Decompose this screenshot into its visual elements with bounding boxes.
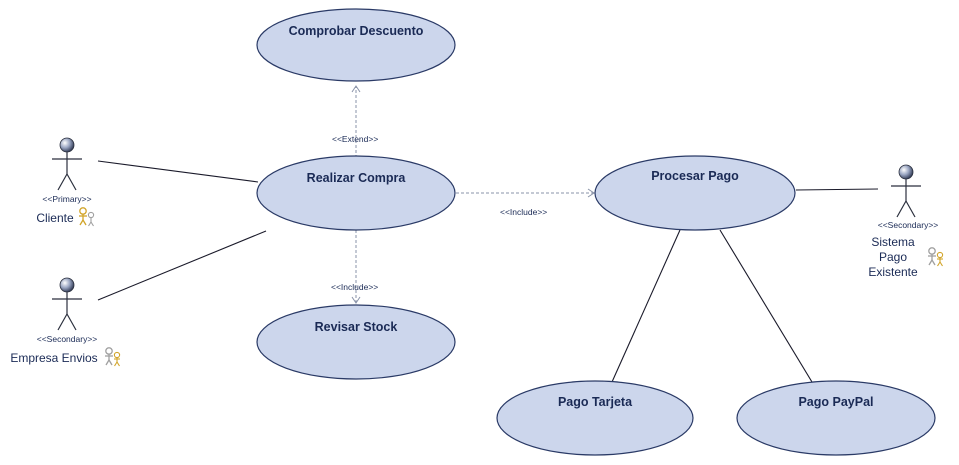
actor-sistema-pago-existente[interactable]: <<Secondary>> Sistema Pago Existente — [868, 164, 944, 279]
actor-type-icon — [928, 247, 944, 267]
svg-text:Pago Tarjeta: Pago Tarjeta — [558, 395, 633, 409]
actor-type-icon — [105, 347, 121, 367]
actor-empresa-envios[interactable]: <<Secondary>> Empresa Envios — [10, 277, 121, 367]
actor-stereotype: <<Primary>> — [42, 194, 91, 204]
extend-label: <<Extend>> — [332, 134, 378, 144]
include-stock-label: <<Include>> — [331, 282, 378, 292]
use-case-revisar-stock[interactable]: Revisar Stock — [256, 304, 456, 380]
svg-text:Realizar Compra: Realizar Compra — [307, 171, 407, 185]
actor-name-line-2: Pago — [879, 250, 907, 264]
association-procesar-pago-pago-tarjeta — [611, 229, 681, 383]
svg-text:Comprobar Descuento: Comprobar Descuento — [289, 24, 424, 38]
actor-cliente[interactable]: <<Primary>> Cliente — [36, 137, 95, 227]
actor-name-line-1: Sistema — [871, 235, 915, 249]
actor-type-icon — [79, 207, 95, 227]
association-cliente-realizar-compra — [97, 160, 259, 183]
actor-stick-figure-icon — [52, 277, 82, 331]
svg-text:Pago PayPal: Pago PayPal — [798, 395, 873, 409]
svg-text:Revisar Stock: Revisar Stock — [315, 320, 398, 334]
use-case-procesar-pago[interactable]: Procesar Pago — [594, 155, 796, 231]
association-empresa-envios-realizar-compra — [97, 230, 267, 301]
association-procesar-pago-pago-paypal — [719, 229, 813, 383]
include-pago-label: <<Include>> — [500, 207, 547, 217]
actor-name: Empresa Envios — [10, 351, 97, 365]
use-case-realizar-compra[interactable]: Realizar Compra — [256, 155, 456, 231]
include-pago-arrowhead — [587, 188, 595, 198]
actor-stick-figure-icon — [891, 164, 921, 218]
association-procesar-pago-sistema-pago — [795, 188, 879, 191]
actor-stereotype: <<Secondary>> — [878, 220, 939, 230]
use-case-pago-tarjeta[interactable]: Pago Tarjeta — [496, 380, 694, 456]
actor-stick-figure-icon — [52, 137, 82, 191]
use-case-pago-paypal[interactable]: Pago PayPal — [736, 380, 936, 456]
use-case-comprobar-descuento[interactable]: Comprobar Descuento — [256, 8, 456, 82]
actor-name: Cliente — [36, 211, 74, 225]
actor-stereotype: <<Secondary>> — [37, 334, 98, 344]
svg-text:Procesar Pago: Procesar Pago — [651, 169, 739, 183]
actor-name-line-3: Existente — [868, 265, 918, 279]
include-stock-arrowhead — [351, 296, 361, 304]
extend-arrowhead — [351, 85, 361, 93]
